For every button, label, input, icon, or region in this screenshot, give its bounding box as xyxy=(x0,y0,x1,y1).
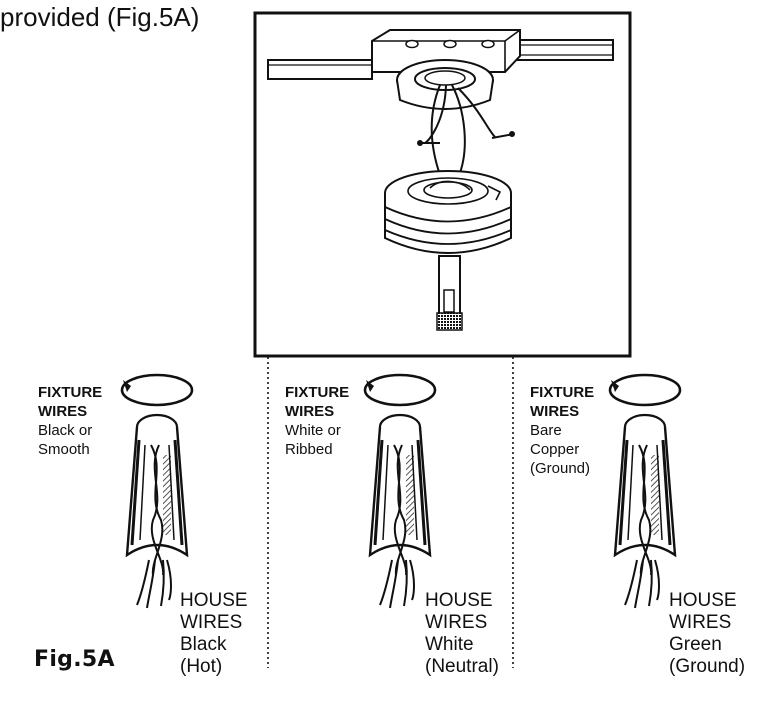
fixture-line: Smooth xyxy=(38,441,90,458)
fixture-line: (Ground) xyxy=(530,460,591,477)
fixture-line: WIRES xyxy=(38,403,88,420)
house-line: Green xyxy=(669,634,722,655)
house-line: White xyxy=(425,634,474,655)
house-line: HOUSE xyxy=(180,590,248,611)
dotted-guide-lines xyxy=(267,357,514,668)
fixture-line: Copper xyxy=(530,441,580,458)
figure-label: Fig.5A xyxy=(34,647,115,672)
house-line: (Hot) xyxy=(180,656,223,677)
house-line: (Ground) xyxy=(669,656,746,677)
house-line: WIRES xyxy=(669,612,732,633)
house-line: HOUSE xyxy=(669,590,737,611)
fixture-wires-label-2: FIXTURE WIRES White or Ribbed xyxy=(285,383,349,459)
house-line: HOUSE xyxy=(425,590,493,611)
fixture-wires-label-1: FIXTURE WIRES Black or Smooth xyxy=(38,383,102,459)
fixture-line: FIXTURE xyxy=(285,384,350,401)
fixture-line: WIRES xyxy=(285,403,335,420)
house-wires-label-3: HOUSE WIRES Green (Ground) xyxy=(669,590,745,678)
fixture-line: Bare xyxy=(530,422,562,439)
fixture-line: White or xyxy=(285,422,341,439)
fixture-line: FIXTURE xyxy=(530,384,595,401)
house-line: (Neutral) xyxy=(425,656,499,677)
fixture-line: Black or xyxy=(38,422,93,439)
heading-text: provided (Fig.5A) xyxy=(0,2,200,32)
wire-nut-connector-1 xyxy=(120,373,194,609)
wire-nut-connector-2 xyxy=(363,373,437,609)
fixture-wires-label-3: FIXTURE WIRES Bare Copper (Ground) xyxy=(530,383,594,478)
fixture-line: WIRES xyxy=(530,403,580,420)
house-line: WIRES xyxy=(425,612,488,633)
house-wires-label-1: HOUSE WIRES Black (Hot) xyxy=(180,590,248,678)
fixture-line: Ribbed xyxy=(285,441,333,458)
fixture-line: FIXTURE xyxy=(38,384,103,401)
fixture-illustration-frame xyxy=(253,11,632,358)
house-wires-label-2: HOUSE WIRES White (Neutral) xyxy=(425,590,499,678)
wire-nut-connector-3 xyxy=(608,373,682,609)
house-line: Black xyxy=(180,634,227,655)
house-line: WIRES xyxy=(180,612,243,633)
